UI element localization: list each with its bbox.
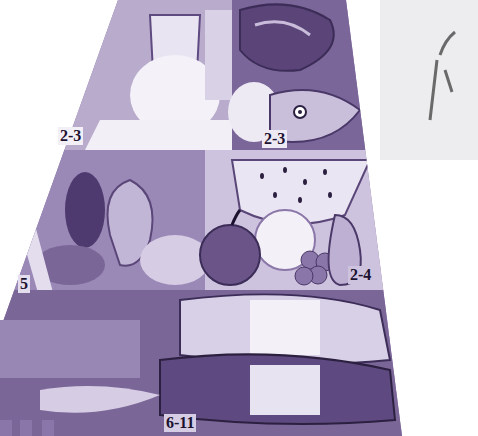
serving-count: 2-3 — [58, 127, 83, 145]
serving-count: 6-11 — [164, 414, 196, 432]
corner-block — [20, 420, 32, 436]
side-panel — [0, 320, 140, 378]
serving-count: 5 — [18, 275, 30, 293]
serving-count: 2-3 — [262, 130, 287, 148]
serving-count: 2-4 — [348, 266, 373, 284]
background-panel — [380, 0, 478, 160]
corner-block — [42, 420, 54, 436]
brush-stroke — [430, 32, 455, 120]
corner-block — [0, 420, 12, 436]
